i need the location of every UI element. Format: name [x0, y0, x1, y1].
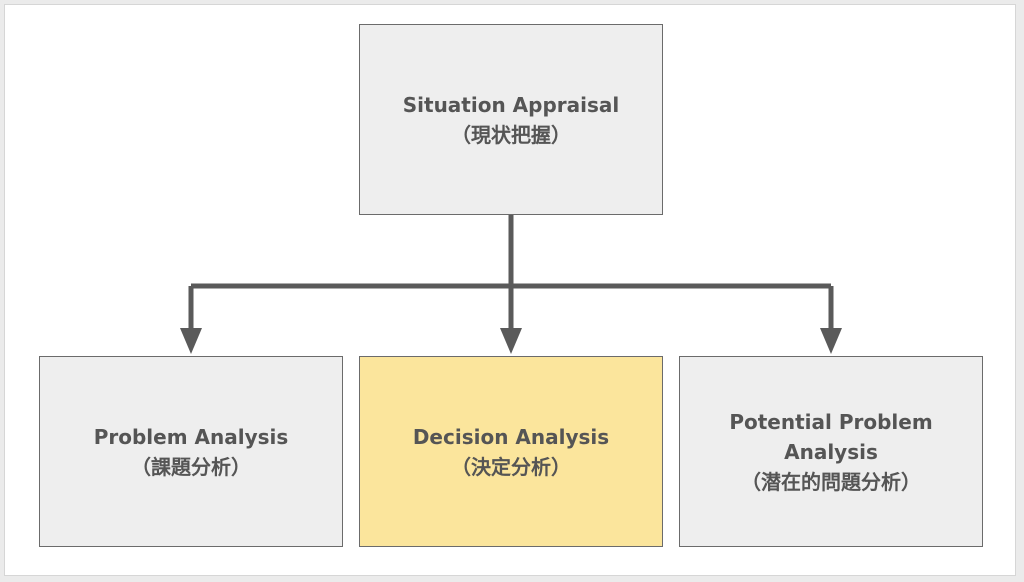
situation-appraisal-node: Situation Appraisal （現状把握） [359, 24, 663, 215]
situation-appraisal-subtitle: （現状把握） [451, 122, 571, 147]
potential-problem-analysis-subtitle: （潜在的問題分析） [741, 469, 921, 494]
decision-analysis-title: Decision Analysis [412, 424, 610, 449]
problem-analysis-title: Problem Analysis [93, 424, 289, 449]
situation-appraisal-title: Situation Appraisal [402, 92, 620, 117]
potential-problem-analysis-node: Potential Problem Analysis （潜在的問題分析） [679, 356, 983, 547]
potential-problem-analysis-title-line2: Analysis [784, 439, 878, 464]
decision-analysis-node: Decision Analysis （決定分析） [359, 356, 663, 547]
decision-analysis-subtitle: （決定分析） [451, 454, 571, 479]
problem-analysis-subtitle: （課題分析） [131, 454, 251, 479]
problem-analysis-node: Problem Analysis （課題分析） [39, 356, 343, 547]
potential-problem-analysis-title-line1: Potential Problem [729, 409, 933, 434]
